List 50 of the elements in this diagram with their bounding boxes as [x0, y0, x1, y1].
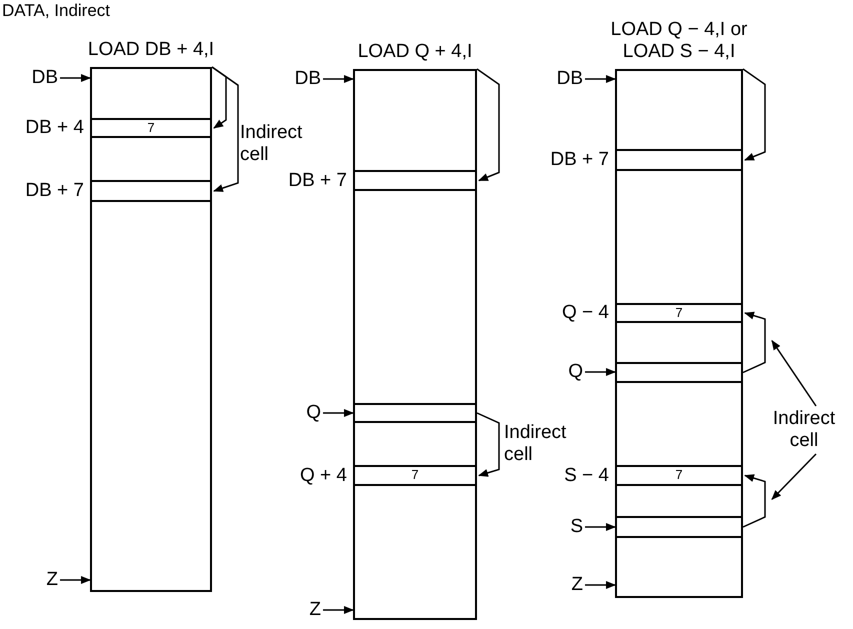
- memory-cell: [617, 362, 741, 383]
- arrow: [323, 409, 354, 417]
- memory-cell: [92, 180, 210, 202]
- annotation-text: Indirect cell: [240, 122, 304, 166]
- memory-cell: 7: [617, 303, 741, 323]
- address-label: DB + 4: [25, 117, 84, 139]
- pointer-label: DB: [32, 67, 58, 89]
- address-label: Q + 4: [300, 464, 347, 486]
- arrow: [323, 75, 354, 83]
- column-heading: LOAD DB + 4,I: [86, 39, 216, 62]
- annotation-text: Indirect cell: [504, 422, 568, 466]
- leader-arrow: [771, 340, 817, 406]
- column-heading: LOAD Q − 4,I or LOAD S − 4,I: [610, 19, 748, 64]
- pointer-label: Z: [309, 599, 321, 621]
- address-label: DB + 7: [550, 149, 609, 171]
- address-label: DB + 7: [288, 170, 347, 192]
- arrow: [742, 312, 766, 374]
- pointer-label: Q: [568, 361, 583, 383]
- arrow: [323, 606, 354, 614]
- memory-cell: [617, 149, 741, 171]
- memory-cell: [355, 170, 475, 191]
- memory-cell: [617, 516, 741, 538]
- arrow: [60, 576, 91, 584]
- pointer-label: DB: [294, 68, 321, 90]
- pointer-label: Z: [46, 569, 58, 591]
- arrow: [476, 412, 500, 477]
- address-label: DB + 7: [25, 180, 84, 202]
- memory-cell: 7: [617, 465, 741, 486]
- pointer-label: S: [570, 516, 583, 538]
- arrow: [585, 368, 616, 376]
- leader-arrow: [771, 453, 817, 500]
- address-label: Q − 4: [562, 302, 609, 324]
- arrow: [585, 581, 616, 589]
- arrow: [585, 523, 616, 531]
- memory-cell: 7: [355, 465, 475, 486]
- pointer-label: Q: [306, 402, 321, 424]
- annotation-text: Indirect cell: [762, 408, 846, 452]
- arrow: [585, 75, 616, 83]
- arrow: [476, 68, 500, 182]
- pointer-label: Z: [571, 574, 583, 596]
- memory-cell: [355, 403, 475, 423]
- memory-cell: 7: [92, 118, 210, 138]
- title: DATA, Indirect: [2, 0, 110, 22]
- address-label: S − 4: [564, 464, 609, 486]
- arrow: [212, 66, 239, 192]
- pointer-label: DB: [556, 68, 583, 90]
- column-heading: LOAD Q + 4,I: [356, 41, 474, 64]
- arrow: [60, 74, 91, 82]
- arrow: [742, 474, 766, 528]
- arrow: [742, 68, 766, 161]
